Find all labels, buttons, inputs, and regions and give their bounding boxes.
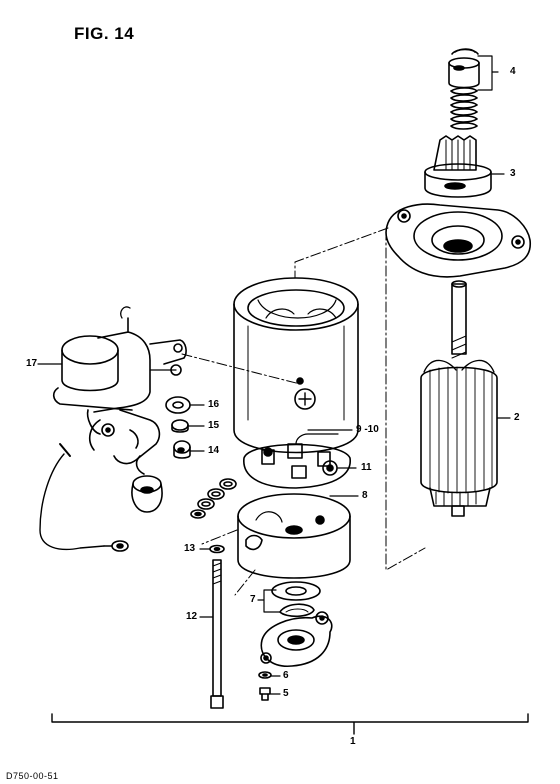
callout-9-10: 9 -10	[356, 424, 379, 435]
screw-5	[260, 688, 270, 700]
end-cover	[261, 612, 332, 666]
callout-5: 5	[283, 688, 289, 699]
washer-6	[259, 672, 271, 678]
callout-3: 3	[510, 168, 516, 179]
callout-13: 13	[184, 543, 196, 554]
callout-17: 17	[26, 358, 38, 369]
drive-end-bracket	[386, 204, 530, 277]
washer-16	[166, 397, 190, 413]
pinion-stop-and-spring	[449, 49, 479, 129]
assembly-bracket-1	[52, 714, 528, 734]
washer-13	[210, 546, 224, 553]
drawing-code: D750-00-51	[6, 771, 59, 781]
bolt-14	[174, 441, 190, 458]
brush-springs	[191, 479, 236, 518]
commutator-end-frame	[238, 494, 350, 578]
callout-12: 12	[186, 611, 198, 622]
callout-4: 4	[510, 66, 516, 77]
lead-wire	[40, 444, 128, 551]
callout-1: 1	[350, 736, 356, 747]
thrust-washers	[272, 582, 320, 616]
yoke-field-frame	[234, 278, 358, 453]
callout-bracket-4	[478, 56, 498, 90]
nut-15	[172, 420, 188, 432]
callout-7: 7	[250, 594, 256, 605]
figure-title: FIG. 14	[74, 24, 135, 43]
callout-2: 2	[514, 412, 520, 423]
callout-8: 8	[362, 490, 368, 501]
callout-11: 11	[361, 462, 372, 473]
assembly-lines	[182, 228, 425, 595]
callout-15: 15	[208, 420, 220, 431]
brush-holder	[244, 434, 350, 488]
through-bolt-12	[211, 560, 223, 708]
magnetic-switch-17	[54, 307, 186, 512]
callout-16: 16	[208, 399, 220, 410]
callout-14: 14	[208, 445, 220, 456]
callout-bracket-7	[258, 590, 280, 612]
armature	[421, 281, 497, 516]
callout-6: 6	[283, 670, 289, 681]
pinion-gear-drive	[425, 136, 491, 197]
